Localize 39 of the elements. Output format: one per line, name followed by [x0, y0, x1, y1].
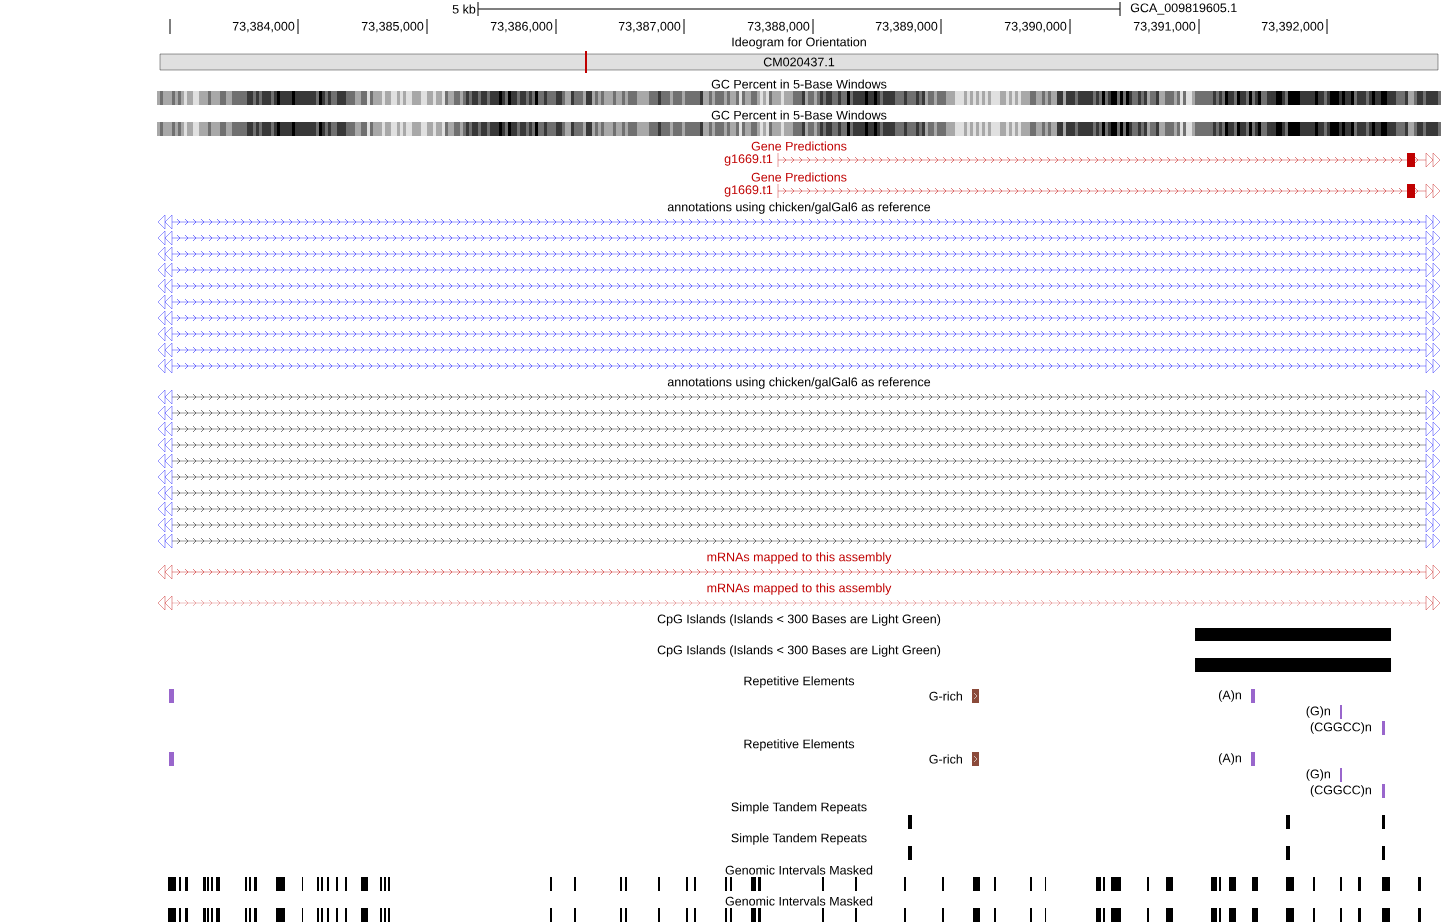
- track-title: Repetitive Elements: [744, 676, 855, 688]
- track-title: mRNAs mapped to this assembly: [707, 552, 892, 564]
- position-label: 73,391,000: [1133, 21, 1196, 33]
- gene-label: g1669.t1: [724, 154, 773, 166]
- assembly-label: GCA_009819605.1: [1130, 3, 1237, 15]
- feature-label: (G)n: [1306, 769, 1330, 781]
- feature-label: (A)n: [1218, 753, 1241, 765]
- feature-label: G-rich: [929, 754, 962, 764]
- track-title: Genomic Intervals Masked: [725, 865, 873, 875]
- track-title: annotations using chicken/galGal6 as reference: [667, 202, 931, 214]
- position-label: 73,386,000: [490, 21, 553, 33]
- gene-label: g1669.t1: [724, 185, 773, 197]
- feature-label: G-rich: [929, 691, 962, 701]
- track-title: Repetitive Elements: [744, 739, 855, 751]
- position-label: 73,389,000: [875, 21, 938, 33]
- feature-label: (A)n: [1218, 690, 1241, 702]
- track-title: mRNAs mapped to this assembly: [707, 583, 892, 595]
- position-label: 73,387,000: [618, 21, 681, 33]
- position-label: 73,385,000: [361, 21, 424, 33]
- position-label: 73,388,000: [747, 21, 810, 33]
- track-title: Simple Tandem Repeats: [731, 802, 867, 814]
- track-title: Gene Predictions: [751, 141, 847, 151]
- position-label: 73,392,000: [1261, 21, 1324, 33]
- track-title: CpG Islands (Islands < 300 Bases are Light Green): [657, 645, 941, 657]
- track-title: annotations using chicken/galGal6 as reference: [667, 377, 931, 389]
- position-label: 73,390,000: [1004, 21, 1067, 33]
- track-title: Simple Tandem Repeats: [731, 833, 867, 845]
- track-title: Genomic Intervals Masked: [725, 896, 873, 906]
- track-title: Gene Predictions: [751, 172, 847, 182]
- feature-label: (G)n: [1306, 706, 1330, 718]
- chromosome-label: CM020437.1: [763, 57, 835, 67]
- position-label: 73,384,000: [232, 21, 295, 33]
- scale-label: 5 kb: [452, 4, 476, 14]
- track-title: Ideogram for Orientation: [732, 37, 866, 49]
- feature-label: (CGGCC)n: [1310, 785, 1371, 797]
- track-title: GC Percent in 5-Base Windows: [711, 79, 887, 89]
- track-title: CpG Islands (Islands < 300 Bases are Light Green): [657, 614, 941, 626]
- feature-label: (CGGCC)n: [1310, 722, 1371, 734]
- track-title: GC Percent in 5-Base Windows: [711, 110, 887, 120]
